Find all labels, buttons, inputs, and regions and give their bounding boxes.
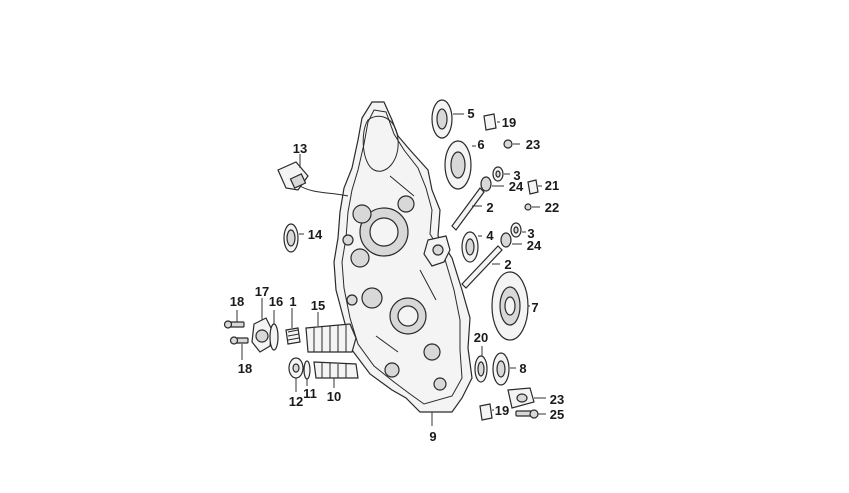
bearing-6 bbox=[444, 140, 472, 190]
pin-23-top bbox=[503, 139, 513, 149]
seal-20 bbox=[474, 355, 488, 383]
cap-12 bbox=[288, 357, 304, 379]
cover-17 bbox=[251, 317, 273, 353]
sensor-part bbox=[277, 161, 349, 197]
bearing-4 bbox=[461, 231, 479, 263]
callout-4: 4 bbox=[486, 228, 494, 243]
bolt-18-bottom bbox=[229, 336, 249, 345]
bearing-5 bbox=[431, 99, 453, 139]
bearing-8 bbox=[492, 352, 510, 386]
dowel-19-top bbox=[483, 113, 497, 131]
callout-1: 1 bbox=[289, 294, 296, 309]
oil-seal-part bbox=[283, 223, 299, 253]
callout-14: 14 bbox=[308, 227, 323, 242]
callout-6: 6 bbox=[477, 137, 484, 152]
callout-10: 10 bbox=[327, 389, 341, 404]
callout-24-mid: 24 bbox=[527, 238, 542, 253]
leader-lines bbox=[236, 113, 546, 426]
callout-23-top: 23 bbox=[526, 137, 540, 152]
bolt-18-top bbox=[223, 320, 245, 329]
stud-2-top bbox=[451, 187, 485, 231]
callout-7: 7 bbox=[531, 300, 538, 315]
callout-9: 9 bbox=[429, 429, 436, 444]
o-ring-11 bbox=[303, 360, 311, 380]
callout-8: 8 bbox=[519, 361, 526, 376]
bearing-7 bbox=[491, 271, 529, 341]
callout-19-bottom: 19 bbox=[495, 403, 509, 418]
callout-18-top: 18 bbox=[230, 294, 244, 309]
pin-22 bbox=[524, 203, 532, 211]
strainer-15 bbox=[305, 323, 357, 353]
o-ring-16 bbox=[269, 323, 279, 351]
crankcase-half bbox=[333, 101, 473, 413]
callout-20: 20 bbox=[474, 330, 488, 345]
callout-5: 5 bbox=[467, 106, 474, 121]
nut-24-top bbox=[480, 176, 492, 192]
callout-23-bottom: 23 bbox=[550, 392, 564, 407]
callout-19-top: 19 bbox=[502, 115, 516, 130]
spring-1 bbox=[285, 327, 301, 345]
callout-17: 17 bbox=[255, 284, 269, 299]
callout-12: 12 bbox=[289, 394, 303, 409]
callout-2-bottom: 2 bbox=[504, 257, 511, 272]
stud-2-bottom bbox=[461, 245, 503, 289]
dowel-19-bottom bbox=[479, 403, 493, 421]
callout-3-mid: 3 bbox=[527, 226, 534, 241]
callout-18-bottom: 18 bbox=[238, 361, 252, 376]
callout-2-top: 2 bbox=[486, 200, 493, 215]
nut-24-mid bbox=[500, 232, 512, 248]
callout-11: 11 bbox=[303, 386, 317, 401]
dowel-21 bbox=[527, 179, 539, 195]
filter-10 bbox=[313, 361, 359, 379]
callout-24-top: 24 bbox=[509, 179, 524, 194]
callout-21: 21 bbox=[545, 178, 559, 193]
bolt-25 bbox=[515, 409, 539, 419]
washer-3-mid bbox=[510, 222, 522, 238]
callout-25: 25 bbox=[550, 407, 564, 422]
washer-3-top bbox=[492, 166, 504, 182]
callout-13: 13 bbox=[293, 141, 307, 156]
callout-labels: 1 2 2 3 3 4 5 6 7 8 9 10 11 12 13 14 15 … bbox=[230, 106, 564, 444]
callout-3-top: 3 bbox=[513, 168, 520, 183]
callout-15: 15 bbox=[311, 298, 325, 313]
callout-22: 22 bbox=[545, 200, 559, 215]
callout-16: 16 bbox=[269, 294, 283, 309]
plate-23-bottom bbox=[507, 387, 535, 409]
